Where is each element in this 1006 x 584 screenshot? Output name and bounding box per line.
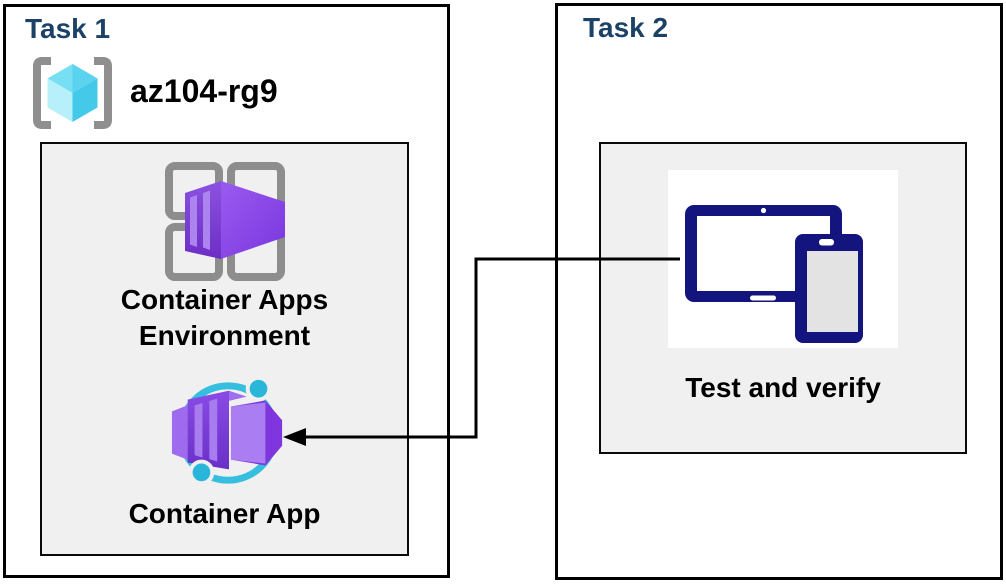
task1-title: Task 1 [25,13,111,44]
task1-box: Task 1 az104-rg9 [3,4,450,578]
task2-inner-box: Test and verify [599,142,967,454]
resource-group-icon [33,57,112,129]
test-and-verify-label: Test and verify [685,372,881,403]
devices-icon-card [668,170,898,348]
resource-group-name: az104-rg9 [130,73,278,109]
task2-box: Task 2 Test and verify [555,3,1003,580]
container-app-icon [171,376,283,486]
task2-title: Task 2 [583,12,669,43]
devices-icon [685,205,863,343]
container-apps-environment-icon [165,162,285,281]
container-app-label: Container App [128,498,321,529]
container-apps-environment-label: Container Apps Environment [120,284,329,351]
task1-inner-box: Container Apps Environment [40,142,409,556]
